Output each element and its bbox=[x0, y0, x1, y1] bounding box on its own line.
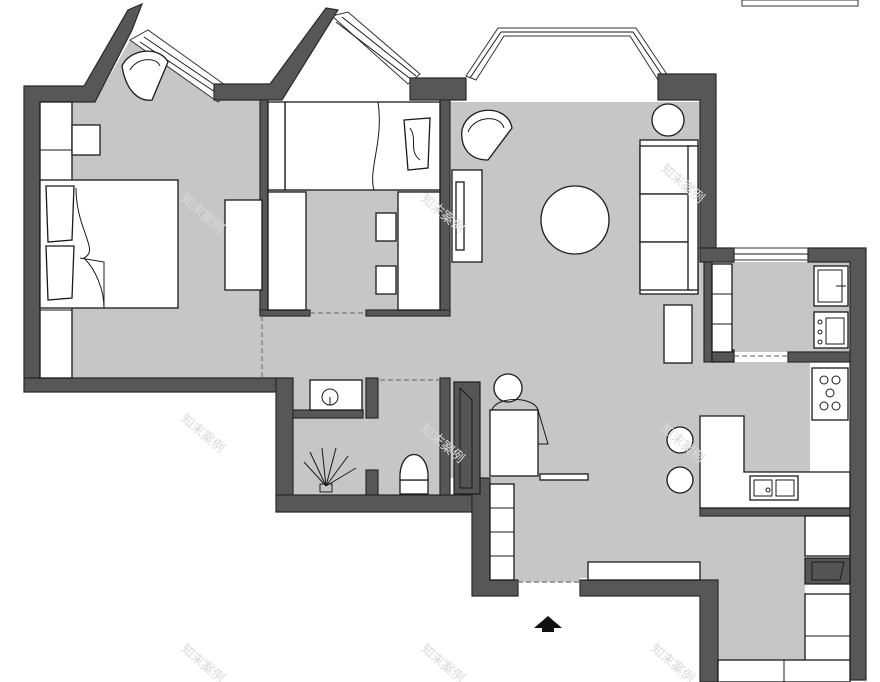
nightstand bbox=[71, 124, 101, 156]
pillow-icon bbox=[45, 245, 75, 301]
window-bay-2 bbox=[330, 11, 421, 85]
bookshelf bbox=[663, 304, 693, 364]
armchair-icon bbox=[121, 50, 169, 101]
cabinet bbox=[804, 515, 851, 557]
entry-furniture bbox=[489, 373, 851, 682]
entry-bench bbox=[587, 561, 701, 581]
watermark-text: 知末案例 bbox=[647, 641, 697, 682]
kitchen-counter bbox=[699, 415, 851, 509]
kitchen-furniture bbox=[666, 263, 851, 509]
desk bbox=[224, 199, 263, 291]
chair-icon bbox=[493, 373, 523, 403]
door-openings bbox=[261, 312, 788, 583]
window-bay-3 bbox=[465, 27, 669, 81]
watermark-text: 知末案例 bbox=[417, 641, 467, 682]
entrance-arrow-icon bbox=[534, 616, 562, 632]
sliding-door bbox=[539, 473, 589, 481]
side-table bbox=[651, 103, 685, 137]
watermark-text: 知末案例 bbox=[177, 411, 227, 457]
washbasin bbox=[309, 379, 363, 411]
desk-entry bbox=[489, 409, 539, 477]
bathroom-furniture bbox=[303, 379, 481, 495]
toilet-icon bbox=[399, 454, 429, 495]
living-furniture bbox=[451, 103, 699, 364]
bar-stool bbox=[666, 426, 694, 454]
chair bbox=[375, 212, 397, 242]
corridor-floor bbox=[700, 512, 805, 680]
windows bbox=[129, 0, 859, 261]
pillow-icon bbox=[45, 185, 75, 243]
kitchen-shelf bbox=[711, 263, 733, 353]
wardrobe bbox=[267, 191, 307, 311]
armchair-icon bbox=[461, 109, 513, 161]
closet bbox=[453, 381, 481, 495]
cooktop-icon bbox=[811, 367, 849, 421]
window-fragment bbox=[741, 0, 859, 7]
chair bbox=[375, 265, 397, 295]
master-bedroom-furniture bbox=[39, 50, 263, 379]
bar-stool bbox=[666, 466, 694, 494]
walls bbox=[23, 2, 867, 682]
wardrobe-small bbox=[267, 101, 286, 191]
watermark-text: 知末案例 bbox=[177, 641, 227, 682]
pillow-icon bbox=[403, 117, 431, 171]
shower-icon bbox=[303, 447, 357, 493]
tv-icon bbox=[455, 181, 465, 251]
dining-table bbox=[540, 185, 610, 255]
desk-2 bbox=[397, 191, 441, 311]
second-bedroom-furniture bbox=[267, 101, 441, 311]
